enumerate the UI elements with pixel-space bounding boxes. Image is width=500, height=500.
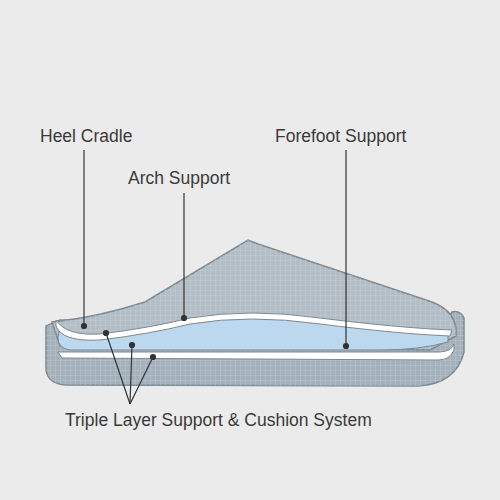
leader-line [130,357,153,404]
leader-line [345,150,346,346]
leader-line [106,333,130,404]
leader-dot [82,324,87,329]
leader-dot [104,331,109,336]
part-label: Heel Cradle [40,126,132,146]
leader-dot [151,355,156,360]
leader-dot [182,316,187,321]
leader-line [83,150,84,325]
upper-grid [52,240,456,350]
part-label: Forefoot Support [275,126,406,146]
cushion-layer-top [56,313,452,340]
leader-dot [130,343,135,348]
part-label: Arch Support [128,168,230,188]
leader-line [183,193,184,318]
part-label: Triple Layer Support & Cushion System [65,410,372,430]
leader-dot [344,344,349,349]
upper [52,240,456,350]
leader-line [130,345,132,404]
